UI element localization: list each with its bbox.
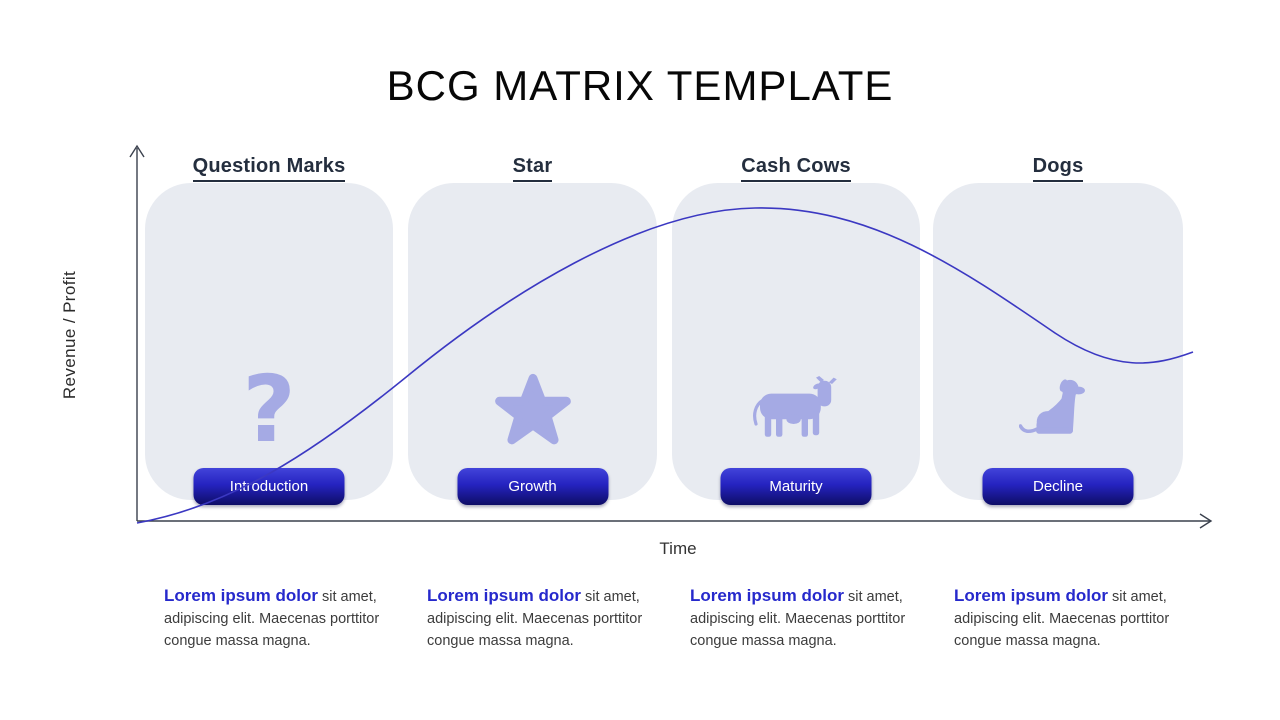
y-axis-label: Revenue / Profit — [60, 270, 79, 400]
description-body: sit amet, adipiscing elit. Maecenas port… — [690, 589, 906, 649]
quadrant-header: Question Marks — [145, 155, 393, 183]
maturity-button[interactable]: Maturity — [720, 468, 872, 505]
description-lead: Lorem ipsum dolor — [164, 586, 318, 605]
decline-button[interactable]: Decline — [982, 468, 1134, 505]
dog-icon — [933, 355, 1183, 465]
description-dogs: Lorem ipsum dolor sit amet, adipiscing e… — [954, 585, 1172, 652]
quadrant-header-label: Star — [512, 155, 553, 182]
growth-button[interactable]: Growth — [457, 468, 608, 505]
quadrant-header: Star — [408, 155, 657, 183]
description-lead: Lorem ipsum dolor — [690, 586, 844, 605]
description-body: sit amet, adipiscing elit. Maecenas port… — [427, 589, 643, 649]
quadrant-star: Star Growth — [408, 155, 657, 507]
quadrant-header: Dogs — [933, 155, 1183, 183]
description-lead: Lorem ipsum dolor — [427, 586, 581, 605]
x-axis-label: Time — [659, 539, 697, 558]
quadrant-question-marks: Question Marks ? Introduction — [145, 155, 393, 507]
description-question-marks: Lorem ipsum dolor sit amet, adipiscing e… — [164, 585, 382, 652]
star-icon — [408, 355, 657, 465]
quadrant-header-label: Question Marks — [192, 155, 346, 182]
quadrant-header-label: Cash Cows — [741, 155, 851, 182]
introduction-button[interactable]: Introduction — [193, 468, 345, 505]
description-body: sit amet, adipiscing elit. Maecenas port… — [164, 589, 380, 649]
description-star: Lorem ipsum dolor sit amet, adipiscing e… — [427, 585, 645, 652]
description-body: sit amet, adipiscing elit. Maecenas port… — [954, 589, 1170, 649]
cow-icon — [672, 355, 920, 465]
quadrant-dogs: Dogs Decline — [933, 155, 1183, 507]
quadrant-header: Cash Cows — [672, 155, 920, 183]
x-axis-arrow-icon — [1199, 513, 1213, 529]
page-title: BCG MATRIX TEMPLATE — [386, 62, 894, 109]
question-mark-icon: ? — [242, 356, 296, 463]
description-cash-cows: Lorem ipsum dolor sit amet, adipiscing e… — [690, 585, 908, 652]
quadrant-header-label: Dogs — [1032, 155, 1084, 182]
quadrant-cash-cows: Cash Cows Maturity — [672, 155, 920, 507]
y-axis-arrow-icon — [129, 144, 145, 158]
description-lead: Lorem ipsum dolor — [954, 586, 1108, 605]
